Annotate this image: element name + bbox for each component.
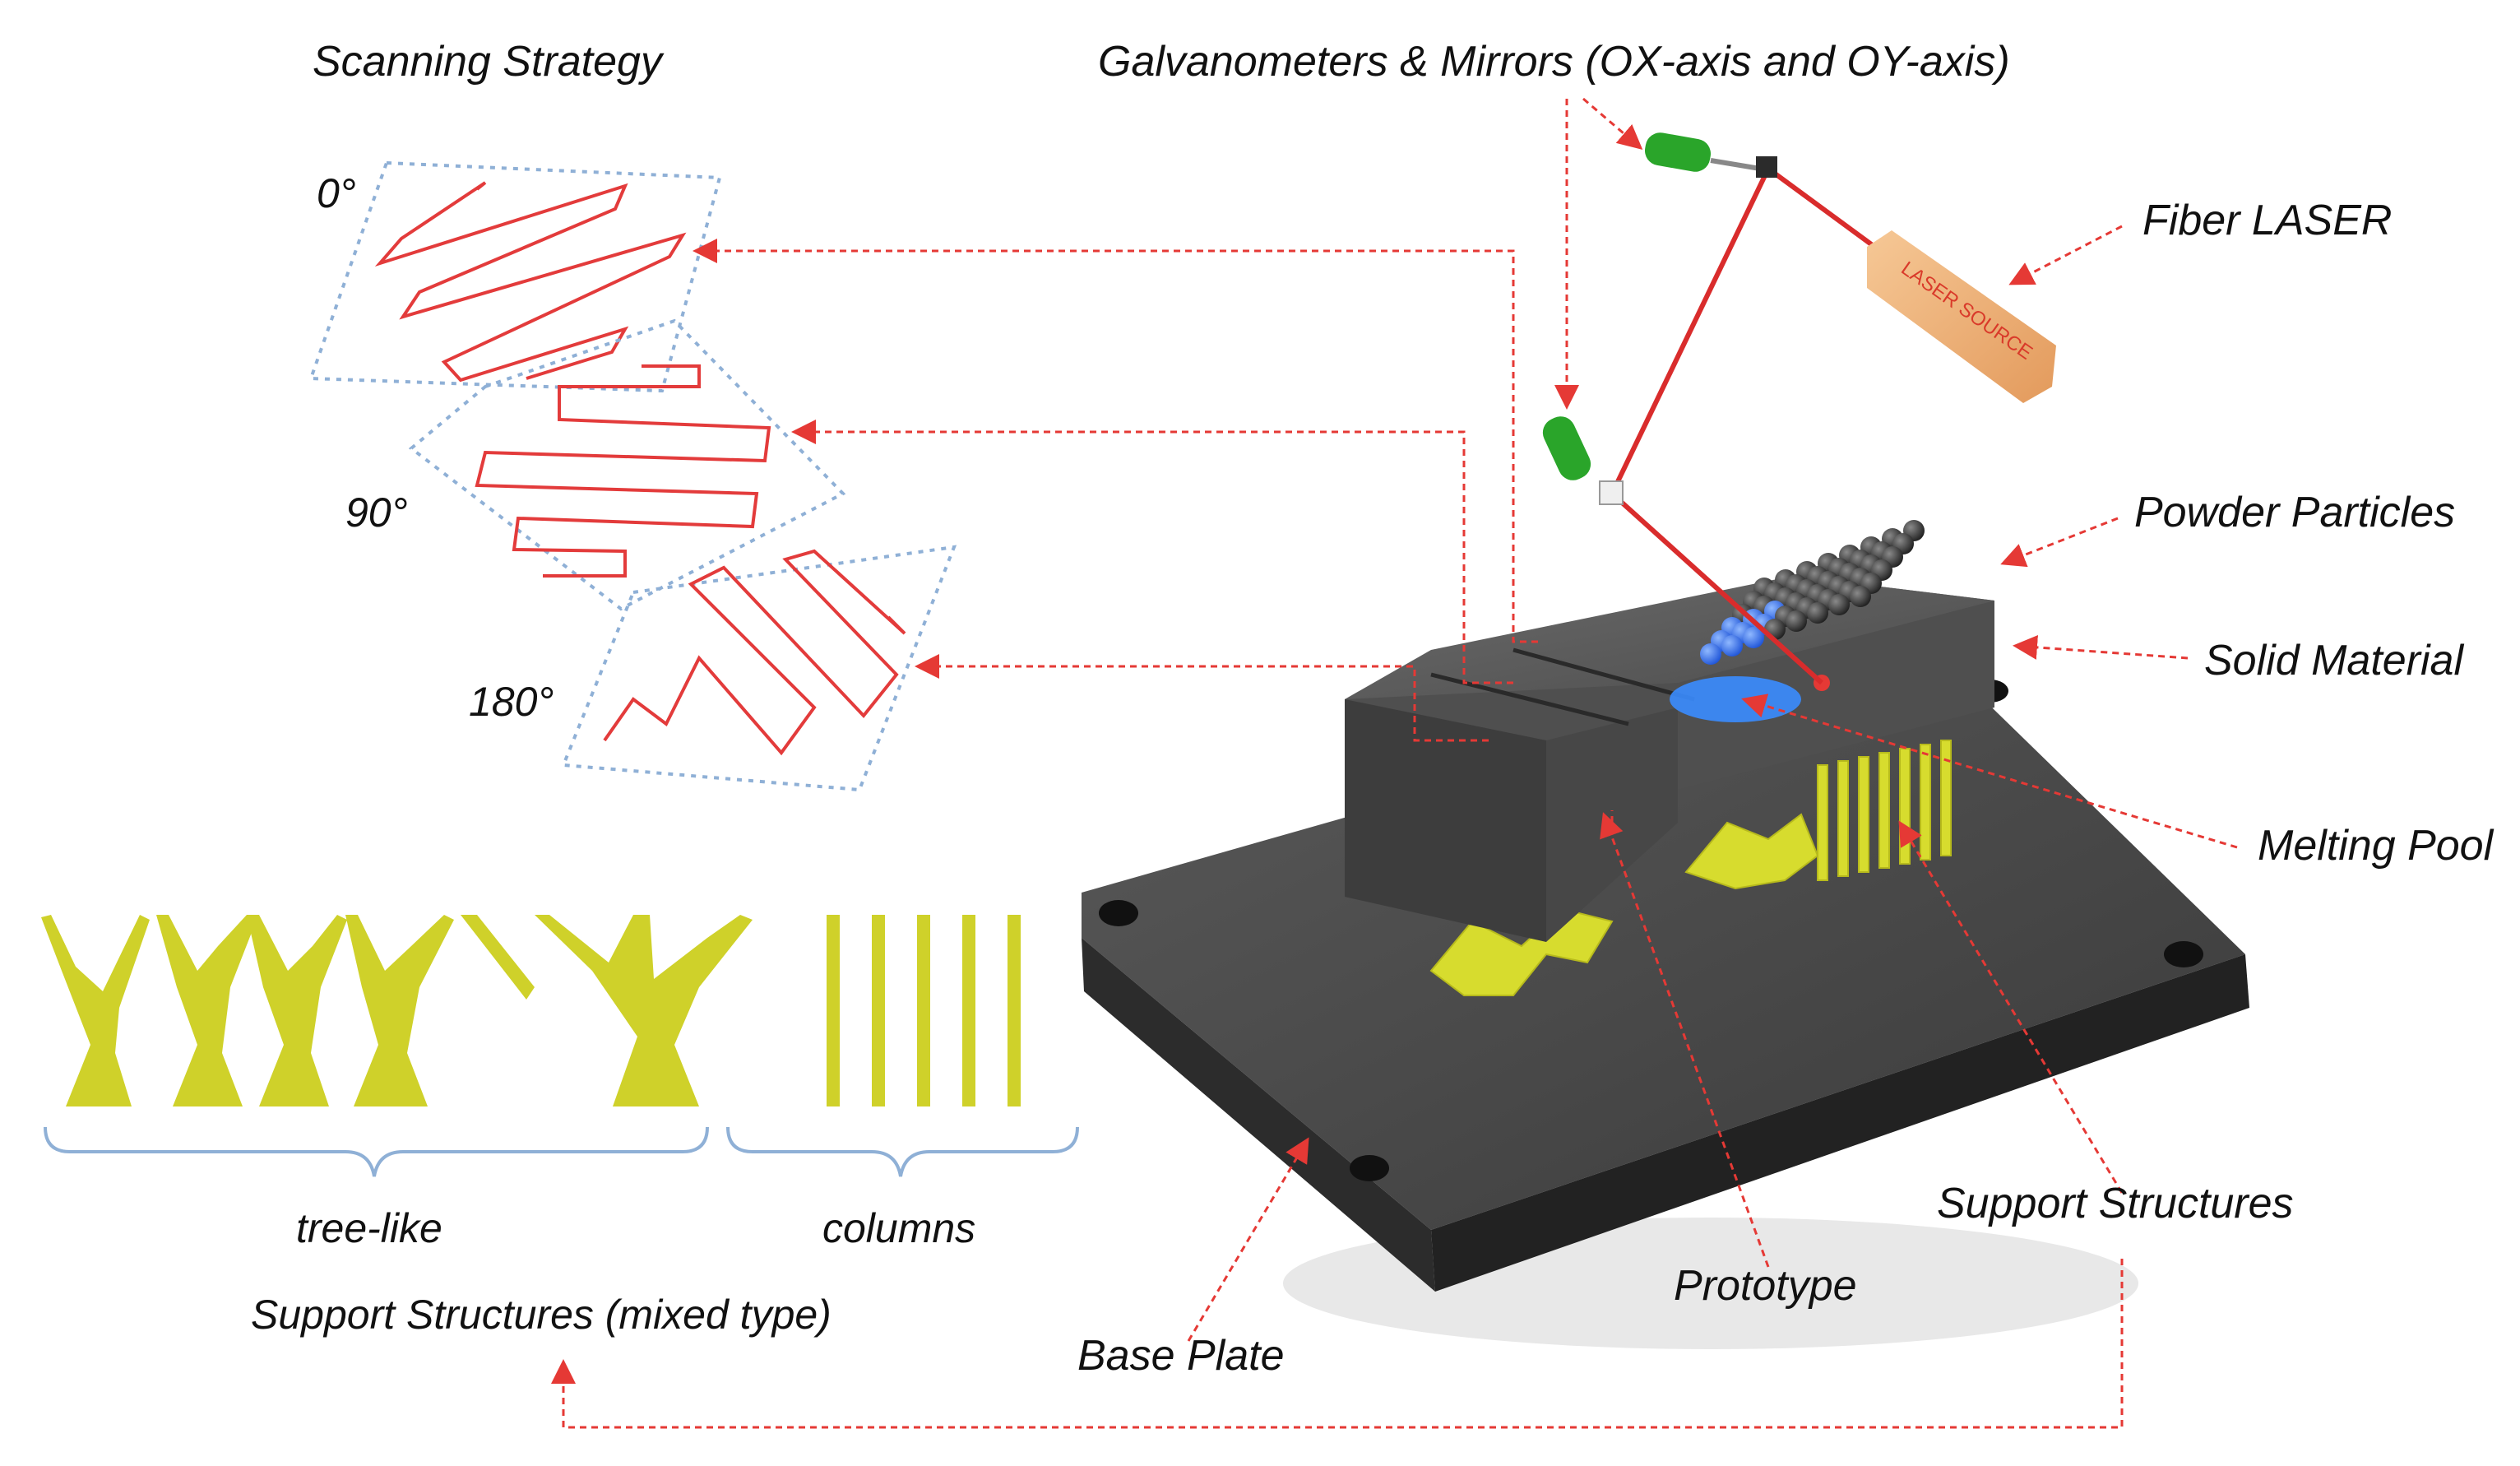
scan-frame-0deg — [308, 160, 722, 393]
angle-90-label: 90° — [345, 489, 408, 536]
column-support-prototype-3 — [1858, 756, 1869, 873]
scan-frame-180deg — [561, 545, 957, 792]
laser-beam-mirror-y — [1610, 491, 1824, 685]
galvanometers-label: Galvanometers & Mirrors (OX-axis and OY-… — [1098, 38, 2010, 86]
column-support-4 — [962, 915, 975, 1106]
arrow-galvo-x — [1582, 97, 1643, 150]
columns-brace — [726, 1126, 1079, 1177]
powder-particle — [1807, 602, 1828, 624]
arrow-180deg — [915, 654, 1489, 742]
scan-frame-90deg — [408, 318, 846, 611]
columns-label: columns — [822, 1205, 975, 1251]
arrow-fiber-laser — [2008, 225, 2123, 285]
prototype-label: Prototype — [1674, 1262, 1857, 1310]
mirror-x — [1756, 156, 1777, 178]
solid-material-label: Solid Material — [2204, 637, 2464, 684]
powder-particle-melting — [1721, 635, 1743, 656]
prototype-left — [1345, 699, 1546, 942]
scanning-strategy-label: Scanning Strategy — [313, 38, 665, 86]
column-support-3 — [917, 915, 930, 1106]
support-types-group: tree-like columns Support Structures (mi… — [41, 915, 1079, 1338]
plate-hole-1 — [1099, 900, 1138, 926]
powder-particle — [1828, 594, 1850, 615]
support-mixed-label: Support Structures (mixed type) — [251, 1292, 832, 1338]
column-supports — [827, 915, 1021, 1106]
arrow-solid-material — [2013, 634, 2189, 660]
laser-source: LASER SOURCE — [1867, 230, 2056, 403]
column-support-2 — [872, 915, 885, 1106]
tree-support-3 — [247, 915, 347, 1106]
arrow-90deg — [791, 420, 1513, 684]
mirror-y — [1599, 480, 1624, 505]
column-support-5 — [1008, 915, 1021, 1106]
scanning-strategy-group: Scanning Strategy 0° 90° 180° — [308, 38, 957, 792]
scan-path-0deg — [374, 181, 687, 383]
tree-like-label: tree-like — [296, 1205, 442, 1251]
powder-particle-melting — [1743, 627, 1764, 648]
prototype-layer-line-2 — [1512, 647, 1695, 702]
tree-like-supports — [41, 915, 753, 1106]
column-support-prototype-4 — [1878, 752, 1890, 869]
tree-support-5 — [535, 915, 753, 1106]
scan-path-180deg — [603, 549, 906, 756]
laser-source-body — [1867, 230, 2056, 403]
base-plate-front-left — [1082, 938, 1435, 1292]
tree-support-2 — [156, 915, 257, 1106]
base-plate — [1082, 650, 2249, 1292]
column-support-prototype-1 — [1817, 764, 1828, 881]
base-plate-front-right — [1431, 954, 2249, 1292]
arrow-support-mixed — [551, 1259, 2124, 1429]
galvo-x-shaft — [1710, 158, 1761, 171]
arrow-base-plate — [1187, 1137, 1309, 1342]
galvo-x-motor — [1644, 132, 1712, 172]
arrow-powder — [2000, 517, 2119, 568]
melting-pool — [1670, 676, 1801, 722]
arrow-melting-pool — [1741, 694, 2238, 849]
column-support-prototype-7 — [1940, 740, 1952, 856]
fiber-laser-label: Fiber LASER — [2142, 197, 2392, 244]
arrow-0deg — [693, 239, 1538, 643]
galvanometer-y — [1542, 416, 1624, 505]
angle-180-label: 180° — [469, 679, 554, 725]
scan-pattern-180deg: 180° — [469, 545, 957, 792]
prototype-supports — [1429, 740, 1952, 996]
base-plate-top — [1082, 650, 2245, 1230]
powder-particle — [1850, 586, 1871, 607]
annotation-arrows — [551, 97, 2238, 1429]
plate-hole-3 — [2164, 941, 2203, 967]
column-support-1 — [827, 915, 840, 1106]
tree-support-prototype-1 — [1429, 907, 1614, 996]
powder-particles-label: Powder Particles — [2134, 489, 2455, 536]
tree-like-brace — [44, 1126, 709, 1177]
scan-path-90deg — [475, 364, 771, 578]
powder-particle-melting — [1700, 643, 1721, 665]
column-support-prototype-6 — [1920, 744, 1931, 861]
powder-particles — [1700, 520, 1925, 665]
arrow-support-structures — [1898, 820, 2124, 1194]
build-scene: LASER SOURCE — [1082, 132, 2249, 1349]
tree-support-branch — [461, 915, 535, 1000]
column-support-prototype-5 — [1899, 748, 1911, 865]
scan-pattern-90deg: 90° — [345, 318, 846, 611]
scan-pattern-0deg: 0° — [308, 160, 722, 393]
support-structures-label: Support Structures — [1937, 1180, 2294, 1227]
base-plate-label: Base Plate — [1077, 1332, 1285, 1380]
column-support-prototype-2 — [1837, 760, 1849, 877]
galvo-y-motor — [1542, 416, 1591, 480]
angle-0-label: 0° — [317, 170, 356, 216]
plate-hole-2 — [1350, 1155, 1389, 1181]
galvanometer-x — [1644, 132, 1777, 178]
laser-beam-mirror-x — [1610, 167, 1771, 495]
tree-support-4 — [345, 915, 454, 1106]
tree-support-1 — [41, 915, 150, 1106]
tree-support-prototype-2 — [1684, 813, 1819, 890]
powder-particle — [1786, 610, 1807, 632]
melting-pool-label: Melting Pool — [2258, 822, 2495, 870]
